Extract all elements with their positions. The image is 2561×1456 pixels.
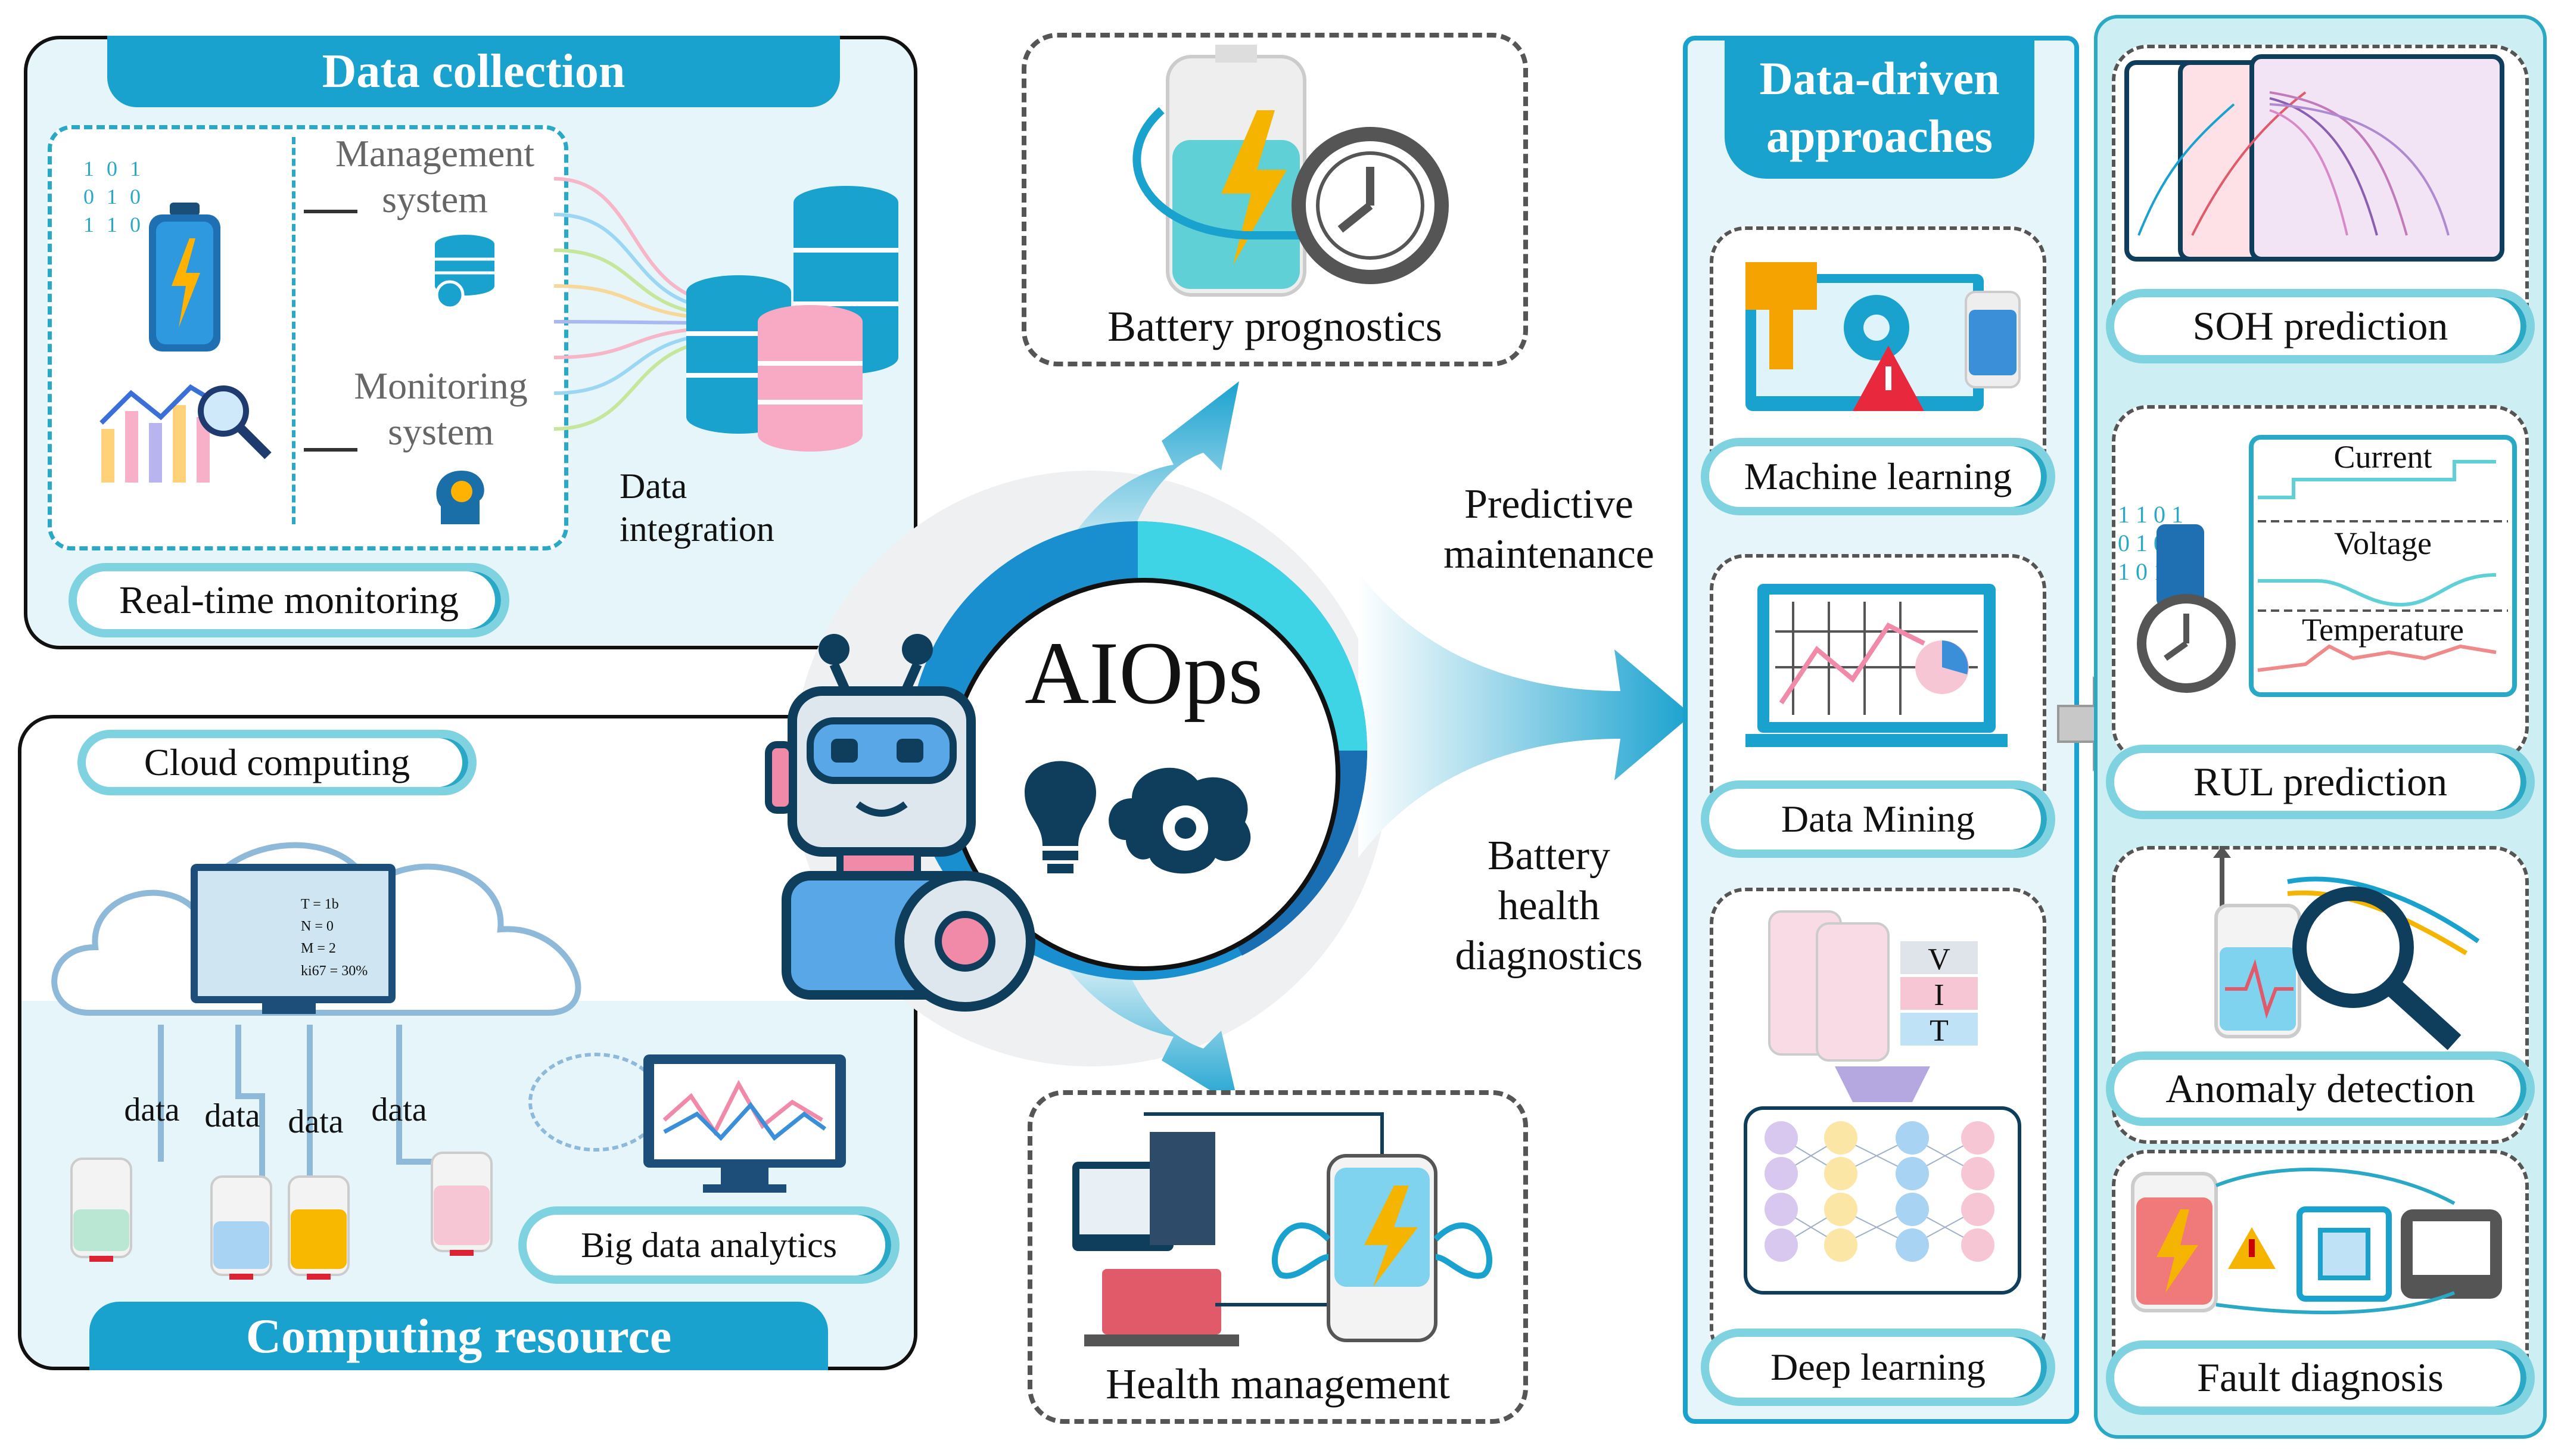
temperature-label: Temperature <box>2301 612 2464 648</box>
data-mining-icon <box>1745 584 2008 747</box>
vit-letter: T <box>1930 1014 1949 1048</box>
monitor-screen-text: T = 1b N = 0 M = 2 ki67 = 30% <box>301 894 368 982</box>
anomaly-detection-pill[interactable]: Anomaly detection <box>2106 1051 2535 1126</box>
vit-letter: I <box>1934 978 1944 1012</box>
battery-cell-icon <box>431 1152 493 1256</box>
tree-lines <box>158 1025 456 1180</box>
neural-network-icon <box>1744 1066 2021 1295</box>
soh-prediction-pill[interactable]: SOH prediction <box>2106 289 2535 363</box>
lightbulb-brain-gear-icon <box>1025 761 1251 874</box>
database-stack-icon <box>686 186 898 452</box>
battery-cell-icon <box>210 1175 272 1280</box>
head-brain-icon <box>436 471 484 524</box>
big-data-analytics-pill: Big data analytics <box>518 1206 900 1284</box>
soh-charts-icon <box>2124 54 2504 262</box>
aiops-title: AIOps <box>1025 624 1263 723</box>
arrow-management <box>304 210 357 213</box>
chart-search-icon <box>99 384 272 483</box>
battery-icon <box>149 203 220 351</box>
monitoring-system-label: Monitoring system <box>354 365 528 453</box>
predictive-maintenance-label: Predictive maintenance <box>1443 481 1654 577</box>
data-integration-label: Data integration <box>620 466 774 549</box>
binary-text: 1 0 1 0 1 0 1 1 0 <box>83 157 144 237</box>
screen-line: N = 0 <box>301 919 334 935</box>
battery-prognostics-label: Battery prognostics <box>1107 303 1442 350</box>
monitor-stand <box>262 996 316 1014</box>
cloud-computing-pill: Cloud computing <box>77 730 477 795</box>
data-collection-title: Data collection <box>107 36 840 107</box>
voltage-label: Voltage <box>2334 525 2432 561</box>
screen-line: ki67 = 30% <box>301 963 368 979</box>
arrow-right-approaches <box>1358 572 1692 858</box>
battery-cell-icon <box>70 1158 132 1262</box>
data-mining-pill[interactable]: Data Mining <box>1701 780 2055 858</box>
computing-resource-title: Computing resource <box>89 1302 828 1370</box>
database-gear-icon <box>435 235 494 310</box>
data-label: data <box>124 1091 180 1128</box>
battery-cell-icon <box>288 1175 350 1280</box>
data-label: data <box>288 1103 344 1140</box>
screen-line: M = 2 <box>301 941 336 957</box>
real-time-monitoring-pill: Real-time monitoring <box>69 563 509 637</box>
battery-health-diagnostics-label: Battery health diagnostics <box>1455 833 1643 979</box>
machine-learning-icon <box>1745 262 2021 411</box>
rul-prediction-pill[interactable]: RUL prediction <box>2106 745 2535 819</box>
data-label: data <box>204 1097 260 1134</box>
fault-diagnosis-pill[interactable]: Fault diagnosis <box>2106 1340 2535 1415</box>
monitor-screen <box>191 864 396 1003</box>
brain-monitor-icon <box>528 1053 846 1193</box>
management-system-label: Management system <box>335 132 535 220</box>
divider-line <box>292 137 299 524</box>
health-management-label: Health management <box>1106 1360 1450 1408</box>
machine-learning-pill[interactable]: Machine learning <box>1701 438 2055 515</box>
data-label: data <box>371 1091 427 1128</box>
fault-diagnosis-icon <box>2131 1167 2502 1315</box>
vit-icon <box>1768 910 1978 1062</box>
health-management-icon <box>1072 1112 1492 1346</box>
anomaly-detection-icon <box>2213 846 2480 1050</box>
screen-line: T = 1b <box>301 897 339 912</box>
approaches-title: Data-driven approaches <box>1725 36 2034 179</box>
battery-clock-icon <box>1132 45 1449 297</box>
robot-icon <box>765 634 1035 1012</box>
battery-clock-small-icon <box>2137 524 2236 693</box>
deep-learning-pill[interactable]: Deep learning <box>1701 1329 2055 1406</box>
arrow-monitoring <box>304 448 357 452</box>
rul-signal-lines <box>2257 460 2508 672</box>
vit-letter: V <box>1928 942 1950 976</box>
current-label: Current <box>2333 439 2432 475</box>
